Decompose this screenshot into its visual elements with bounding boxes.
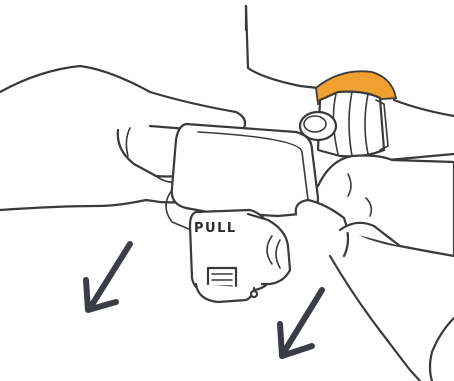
- connector-housing: PULL: [188, 208, 292, 304]
- left-hand: [0, 64, 247, 212]
- right-hand: [294, 154, 454, 381]
- pull-arrow-right: [277, 287, 325, 359]
- nozzle: [298, 90, 389, 158]
- pull-label: PULL: [194, 221, 237, 236]
- pull-arrow-left: [83, 241, 133, 313]
- cover-panel: [165, 122, 320, 233]
